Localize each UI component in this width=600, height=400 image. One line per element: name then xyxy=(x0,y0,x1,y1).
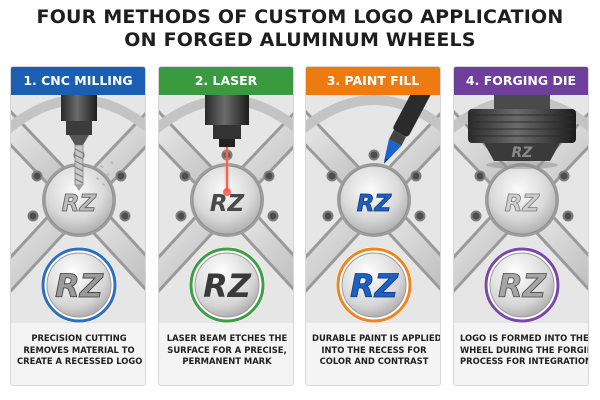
disc-ring xyxy=(189,247,265,323)
rz-logo-large: RZ xyxy=(55,267,104,305)
metal-chip xyxy=(102,182,106,187)
lug-hole-inner xyxy=(269,212,277,220)
die-face xyxy=(484,143,560,161)
description-line: PERMANENT MARK xyxy=(182,356,272,366)
forging-die-illustration: RZ RZ RZ xyxy=(454,95,588,323)
pen-body xyxy=(393,95,434,137)
drill-flute xyxy=(74,148,84,154)
disc-ring xyxy=(484,247,560,323)
lug-hole-inner xyxy=(416,212,424,220)
lug-hole-inner xyxy=(117,172,125,180)
rz-logo-die: RZ xyxy=(512,145,534,161)
logo-detail-disc: RZ xyxy=(189,247,265,323)
pen-grip xyxy=(388,130,407,146)
logo-detail-disc: RZ xyxy=(336,247,412,323)
lug-hole-inner xyxy=(472,212,480,220)
disc-ring xyxy=(336,247,412,323)
collet-taper xyxy=(69,135,89,145)
panel-header: 1. CNC MILLING xyxy=(11,67,145,95)
lug-hole-inner xyxy=(33,172,41,180)
pen-tip xyxy=(384,139,402,160)
lug-hole-inner xyxy=(177,212,185,220)
panel-paint-fill: 3. PAINT FILL RZ RZ DURABLE PAINT IS APPL… xyxy=(305,66,441,386)
metal-chip xyxy=(110,160,114,165)
die-top-plate xyxy=(494,95,550,109)
lug-hole-inner xyxy=(181,172,189,180)
disc-face xyxy=(489,252,555,318)
drill-tip xyxy=(75,185,83,191)
rz-logo-large: RZ xyxy=(350,267,399,305)
description-line: SURFACE FOR A PRECISE, xyxy=(167,344,287,355)
panel-description: LASER BEAM ETCHES THE SURFACE FOR A PREC… xyxy=(159,323,293,385)
description-line: COLOR AND CONTRAST xyxy=(319,356,429,366)
lug-hole-inner xyxy=(564,212,572,220)
lug-hole-inner xyxy=(370,151,378,159)
title-line-1: FOUR METHODS OF CUSTOM LOGO APPLICATION xyxy=(36,6,564,28)
paint-fill-illustration: RZ RZ xyxy=(306,95,440,323)
laser-spot xyxy=(223,188,231,196)
logo-detail-disc: RZ xyxy=(484,247,560,323)
description-line: DURABLE PAINT IS APPLIED xyxy=(312,333,441,343)
panel-description: DURABLE PAINT IS APPLIED INTO THE RECESS… xyxy=(306,323,441,385)
panel-header: 3. PAINT FILL xyxy=(306,67,440,95)
logo-detail-disc: RZ xyxy=(41,247,117,323)
description-line: CREATE A RECESSED LOGO xyxy=(17,356,143,366)
drill-flute xyxy=(74,160,84,166)
description-line: WHEEL DURING THE FORGING xyxy=(460,344,589,355)
lug-hole-inner xyxy=(29,212,37,220)
title-line-2: ON FORGED ALUMINUM WHEELS xyxy=(124,29,476,51)
die-shadow xyxy=(486,161,558,169)
panel-cnc-milling: 1. CNC MILLING RZ RZ PRECISION CUTTING RE… xyxy=(10,66,146,386)
lug-hole-inner xyxy=(324,212,332,220)
disc-ring xyxy=(41,247,117,323)
hub xyxy=(339,165,409,235)
description-line: PRECISION CUTTING xyxy=(31,333,127,343)
description-line: INTO THE RECESS FOR xyxy=(321,344,427,355)
drill-flute xyxy=(74,172,84,178)
metal-chip xyxy=(96,176,100,181)
lug-hole-inner xyxy=(265,172,273,180)
infographic-title: FOUR METHODS OF CUSTOM LOGO APPLICATION … xyxy=(0,6,600,52)
metal-chip xyxy=(100,164,104,169)
rz-logo-hub: RZ xyxy=(505,191,541,217)
spindle-collet xyxy=(66,121,92,135)
panel-header: 2. LASER ENGRAVING xyxy=(159,67,293,116)
rz-logo-large: RZ xyxy=(203,267,252,305)
drill-flute xyxy=(74,178,84,184)
description-line: PROCESS FOR INTEGRATION xyxy=(460,356,589,366)
panel-forging-die: 4. FORGING DIE RZ RZ RZ LOGO IS FORMED INT… xyxy=(453,66,589,386)
panel-header: 4. FORGING DIE xyxy=(454,67,588,95)
cnc-milling-illustration: RZ RZ xyxy=(11,95,145,323)
rz-logo-large: RZ xyxy=(498,267,547,305)
disc-face xyxy=(194,252,260,318)
rz-logo-hub: RZ xyxy=(357,191,393,217)
disc-face xyxy=(46,252,112,318)
description-line: LOGO IS FORMED INTO THE xyxy=(460,333,589,343)
rim-arc xyxy=(306,95,440,134)
paint-pen-icon xyxy=(383,95,434,164)
metal-chip xyxy=(106,173,110,177)
spindle-body xyxy=(61,95,97,121)
lug-hole-inner xyxy=(412,172,420,180)
lug-hole-inner xyxy=(121,212,129,220)
pen-point xyxy=(383,157,389,164)
lug-hole-inner xyxy=(328,172,336,180)
description-line: LASER BEAM ETCHES THE xyxy=(166,333,288,343)
drill-flute xyxy=(74,166,84,172)
forging-die-icon xyxy=(468,109,576,143)
drill-flute xyxy=(74,154,84,160)
laser-housing xyxy=(213,125,241,139)
disc-face xyxy=(341,252,407,318)
rz-logo-hub: RZ xyxy=(62,191,98,217)
description-line: REMOVES MATERIAL TO xyxy=(23,344,135,355)
lug-hole-inner xyxy=(560,172,568,180)
panel-description: LOGO IS FORMED INTO THE WHEEL DURING THE… xyxy=(454,323,589,385)
laser-head-icon xyxy=(205,95,249,125)
laser-nozzle xyxy=(219,139,235,147)
lug-hole-inner xyxy=(476,172,484,180)
panel-description: PRECISION CUTTING REMOVES MATERIAL TO CR… xyxy=(11,323,145,385)
